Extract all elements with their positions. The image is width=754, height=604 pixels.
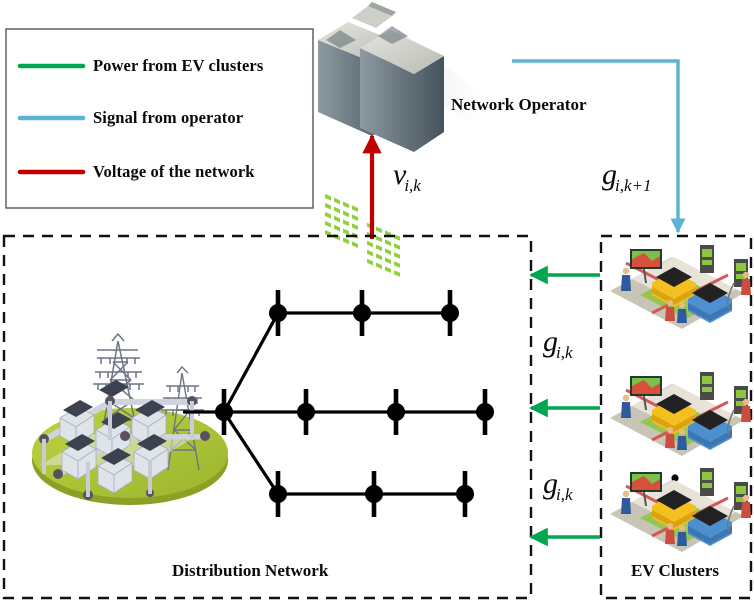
- feeder-topology: [183, 311, 485, 496]
- legend-label-power: Power from EV clusters: [93, 56, 264, 75]
- server-tower-icon: [318, 2, 500, 277]
- feeder-buses: [215, 290, 494, 517]
- ev-charging-station-icon: [610, 245, 751, 329]
- signal-from-operator-arrow: [512, 59, 686, 234]
- ev-charging-station-icon: [610, 468, 751, 552]
- transformer-bays: [59, 380, 169, 494]
- voltage-signal-label: vi,k: [393, 158, 423, 195]
- power-symbol-base-2: g: [543, 467, 558, 500]
- legend-label-voltage: Voltage of the network: [93, 162, 255, 181]
- power-signal-label-2: gi,k: [543, 467, 575, 504]
- voltage-symbol-base: v: [393, 158, 407, 191]
- ev-charging-station-icon: [610, 372, 751, 456]
- voltage-symbol-sub: i,k: [404, 176, 421, 195]
- power-signal-label-1: gi,k: [543, 325, 575, 362]
- operator-signal-label: gi,k+1: [602, 158, 654, 195]
- substation-icon: [32, 332, 228, 505]
- legend-label-signal: Signal from operator: [93, 108, 244, 127]
- ev-clusters-box: [599, 234, 753, 600]
- power-symbol-sub-2: i,k: [556, 485, 573, 504]
- signal-symbol-base: g: [602, 158, 617, 191]
- distribution-network-title: Distribution Network: [172, 561, 329, 580]
- power-symbol-base-1: g: [543, 325, 558, 358]
- ev-clusters-title: EV Clusters: [631, 561, 719, 580]
- network-operator-title: Network Operator: [451, 95, 587, 114]
- power-symbol-sub-1: i,k: [556, 343, 573, 362]
- signal-symbol-sub: i,k+1: [615, 176, 652, 195]
